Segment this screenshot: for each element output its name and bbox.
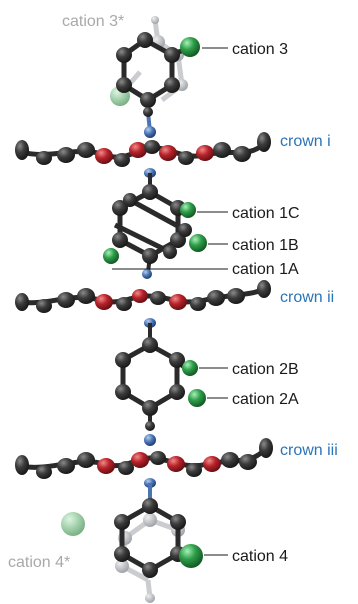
cation-2-molecule: [115, 323, 206, 446]
cation-1C-chlorine-atom: [180, 202, 196, 218]
ghost-chlorine-atom: [61, 512, 85, 536]
nitrogen-atom: [144, 126, 156, 138]
label-cation-2B: cation 2B: [232, 361, 299, 378]
cation-2B-chlorine-atom: [182, 360, 198, 376]
crown-iii-molecule: [15, 438, 273, 488]
cation-3-molecule: [116, 32, 200, 138]
label-cation-3-ghost: cation 3*: [62, 13, 124, 30]
cation-4-chlorine-atom: [179, 544, 203, 568]
label-cation-3: cation 3: [232, 41, 288, 58]
label-crown-iii: crown iii: [280, 442, 338, 459]
cation-1A-chlorine-atom: [103, 248, 119, 264]
label-cation-1A: cation 1A: [232, 261, 299, 278]
label-cation-4-ghost: cation 4*: [8, 554, 70, 571]
cation-3-chlorine-atom: [180, 37, 200, 57]
labels: cation 3* cation 3 crown i cation 1C cat…: [8, 13, 338, 571]
label-cation-1B: cation 1B: [232, 237, 299, 254]
leader-lines: [112, 47, 228, 556]
label-crown-i: crown i: [280, 133, 331, 150]
cation-4-molecule: [114, 483, 203, 578]
label-cation-1C: cation 1C: [232, 205, 300, 222]
cation-1B-chlorine-atom: [189, 234, 207, 252]
label-cation-4: cation 4: [232, 548, 288, 565]
crown-ii-molecule: [15, 280, 271, 328]
cation-1-molecule: [103, 173, 207, 279]
label-crown-ii: crown ii: [280, 289, 334, 306]
cation-2A-chlorine-atom: [188, 389, 206, 407]
label-cation-2A: cation 2A: [232, 391, 299, 408]
crown-i-molecule: [15, 132, 271, 178]
nitrogen-atom: [144, 434, 156, 446]
nitrogen-atom: [142, 269, 152, 279]
